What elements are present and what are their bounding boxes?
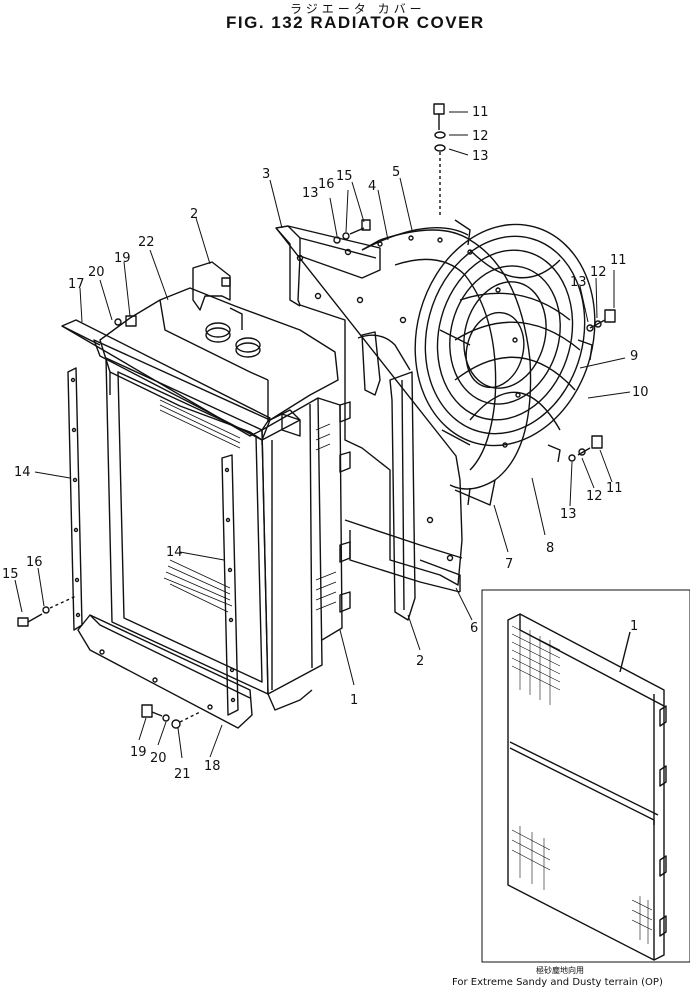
- callout-15: 15: [336, 169, 353, 184]
- fan-guard: [391, 204, 619, 466]
- callout-1: 1: [630, 619, 638, 634]
- callout-11: 11: [610, 253, 627, 268]
- leader-lines: [15, 112, 630, 758]
- callout-7: 7: [505, 557, 513, 572]
- callout-21: 21: [174, 767, 191, 782]
- callout-2: 2: [190, 207, 198, 222]
- callout-13: 13: [302, 186, 319, 201]
- fan-shroud: [362, 228, 531, 505]
- top-cover: [62, 320, 300, 440]
- side-seal-right: [362, 332, 415, 620]
- callout-14: 14: [166, 545, 183, 560]
- callout-3: 3: [262, 167, 270, 182]
- callout-5: 5: [392, 165, 400, 180]
- callout-4: 4: [368, 179, 376, 194]
- callout-10: 10: [632, 385, 649, 400]
- callout-17: 17: [68, 277, 85, 292]
- shroud-plate: [276, 226, 462, 592]
- core-mesh-shading: [160, 400, 336, 612]
- inset-note-english: For Extreme Sandy and Dusty terrain (OP): [452, 977, 663, 988]
- inset-mesh: [512, 626, 652, 944]
- core-brackets: [340, 402, 350, 612]
- callout-1: 1: [350, 693, 358, 708]
- callout-15: 15: [2, 567, 19, 582]
- callout-13: 13: [472, 149, 489, 164]
- callout-20: 20: [88, 265, 105, 280]
- callout-14: 14: [14, 465, 31, 480]
- callout-2: 2: [416, 654, 424, 669]
- callout-12: 12: [590, 265, 607, 280]
- callout-13: 13: [560, 507, 577, 522]
- side-plate-left: [68, 368, 82, 630]
- callout-16: 16: [26, 555, 43, 570]
- callout-12: 12: [472, 129, 489, 144]
- side-seal-left: [193, 262, 230, 310]
- radiator-core: [100, 288, 342, 755]
- title-japanese: ラジエータ カバー: [290, 2, 426, 16]
- callout-20: 20: [150, 751, 167, 766]
- callout-labels: 1112133131615452221920171414151612678910…: [2, 105, 649, 782]
- callout-11: 11: [472, 105, 489, 120]
- inset-box: [482, 590, 690, 962]
- side-plate-right: [222, 455, 238, 715]
- callout-22: 22: [138, 235, 155, 250]
- callout-9: 9: [630, 349, 638, 364]
- callout-11: 11: [606, 481, 623, 496]
- inset-note-japanese: 極砂塵地向用: [536, 966, 584, 975]
- callout-16: 16: [318, 177, 335, 192]
- bottom-cover: [78, 615, 252, 728]
- callout-12: 12: [586, 489, 603, 504]
- callout-13: 13: [570, 275, 587, 290]
- fasteners: [18, 104, 615, 728]
- callout-6: 6: [470, 621, 478, 636]
- callout-8: 8: [546, 541, 554, 556]
- callout-19: 19: [114, 251, 131, 266]
- callout-19: 19: [130, 745, 147, 760]
- page-title: FIG. 132 RADIATOR COVER: [226, 13, 485, 32]
- callout-18: 18: [204, 759, 221, 774]
